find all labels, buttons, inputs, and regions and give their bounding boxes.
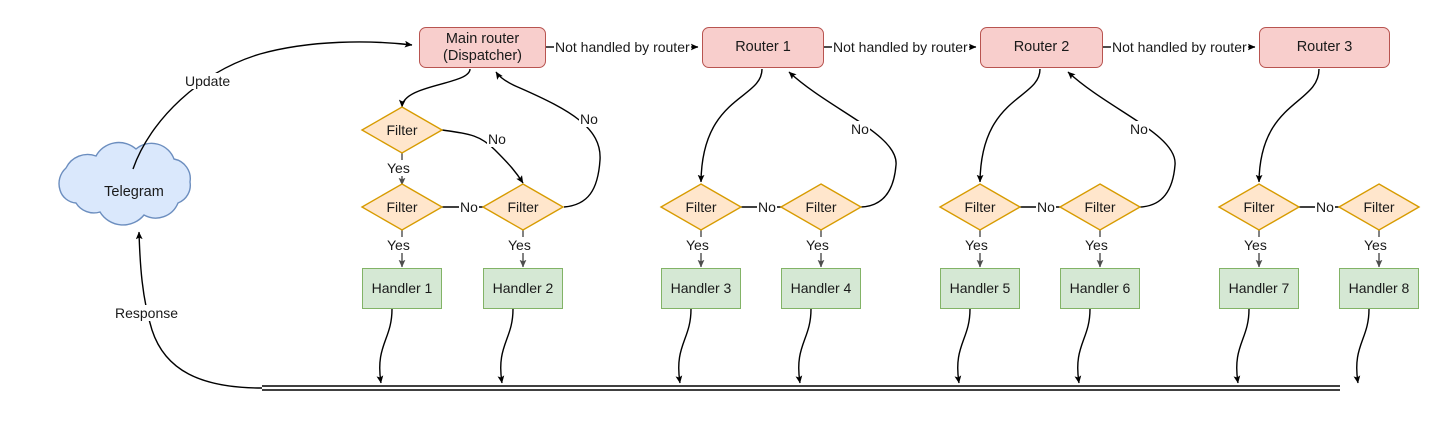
- edge-handler4-to-bus: [795, 308, 812, 384]
- edge-label-no-2: No: [459, 199, 479, 215]
- edge-label-yes-7: Yes: [1243, 237, 1268, 253]
- router-main-label-line2: (Dispatcher): [443, 47, 522, 64]
- handler-1[interactable]: Handler 1: [362, 268, 442, 309]
- filter-0[interactable]: Filter: [362, 118, 442, 142]
- edge-label-yes-4: Yes: [805, 237, 830, 253]
- handler-3-label: Handler 3: [670, 280, 732, 297]
- edge-label-no-1: No: [579, 111, 599, 127]
- filter-4[interactable]: Filter: [781, 195, 861, 219]
- handler-6-label: Handler 6: [1069, 280, 1131, 297]
- handler-1-label: Handler 1: [371, 280, 433, 297]
- router-3-label: Router 3: [1296, 39, 1353, 56]
- telegram-cloud-shape: [58, 141, 191, 226]
- edge-label-no-0: No: [487, 131, 507, 147]
- router-main-dispatcher[interactable]: Main router (Dispatcher): [419, 27, 546, 68]
- handler-2[interactable]: Handler 2: [483, 268, 563, 309]
- edge-label-yes-2: Yes: [507, 237, 532, 253]
- filter-7[interactable]: Filter: [1219, 195, 1299, 219]
- edge-label-no-5: No: [1129, 121, 1149, 137]
- telegram-cloud-label: Telegram: [104, 184, 164, 200]
- edge-filter0-no: [441, 129, 524, 184]
- edge-label-yes-5: Yes: [964, 237, 989, 253]
- edge-label-update: Update: [184, 73, 232, 89]
- edge-label-response: Response: [114, 305, 180, 321]
- filter-1[interactable]: Filter: [362, 195, 442, 219]
- edge-label-yes-6: Yes: [1084, 237, 1109, 253]
- edge-handler5-to-bus: [954, 308, 971, 384]
- router-1-label: Router 1: [735, 39, 791, 56]
- filter-6[interactable]: Filter: [1060, 195, 1140, 219]
- handler-7-label: Handler 7: [1228, 280, 1290, 297]
- edge-handler6-to-bus: [1074, 308, 1091, 384]
- edge-label-not-handled-3: Not handled by router: [1111, 39, 1248, 55]
- edge-label-yes-0: Yes: [386, 160, 411, 176]
- handler-4[interactable]: Handler 4: [781, 268, 861, 309]
- edge-router3-to-filter7: [1255, 68, 1320, 183]
- edge-label-yes-3: Yes: [685, 237, 710, 253]
- edge-handler3-to-bus: [675, 308, 692, 384]
- edge-response: [135, 231, 263, 389]
- edge-filter4-no: [788, 71, 897, 208]
- filter-3[interactable]: Filter: [661, 195, 741, 219]
- handler-5[interactable]: Handler 5: [940, 268, 1020, 309]
- router-main-label-line1: Main router: [445, 30, 520, 47]
- filter-1-label: Filter: [386, 198, 418, 215]
- handler-2-label: Handler 2: [492, 280, 554, 297]
- handler-7[interactable]: Handler 7: [1219, 268, 1299, 309]
- filter-7-label: Filter: [1243, 198, 1275, 215]
- handler-6[interactable]: Handler 6: [1060, 268, 1140, 309]
- filter-2[interactable]: Filter: [483, 195, 563, 219]
- edge-label-no-6: No: [1036, 199, 1056, 215]
- edge-router0-to-filter0: [398, 68, 471, 108]
- edge-label-yes-8: Yes: [1363, 237, 1388, 253]
- edge-label-no-3: No: [850, 121, 870, 137]
- edge-handler7-to-bus: [1233, 308, 1250, 384]
- edge-label-not-handled-1: Not handled by router: [554, 39, 691, 55]
- response-bus: [262, 385, 1340, 391]
- edge-handler1-to-bus: [376, 308, 393, 384]
- filter-0-label: Filter: [386, 121, 418, 138]
- edge-filter6-no: [1067, 71, 1176, 208]
- filter-3-label: Filter: [685, 198, 717, 215]
- handler-8-label: Handler 8: [1348, 280, 1410, 297]
- router-3[interactable]: Router 3: [1259, 27, 1390, 68]
- filter-4-label: Filter: [805, 198, 837, 215]
- router-1[interactable]: Router 1: [702, 27, 824, 68]
- filter-5[interactable]: Filter: [940, 195, 1020, 219]
- router-2-label: Router 2: [1013, 39, 1070, 56]
- handler-4-label: Handler 4: [790, 280, 852, 297]
- edge-update: [132, 40, 413, 170]
- edge-handler8-to-bus: [1353, 308, 1370, 384]
- filter-2-label: Filter: [507, 198, 539, 215]
- handler-5-label: Handler 5: [949, 280, 1011, 297]
- edge-label-no-7: No: [1315, 199, 1335, 215]
- router-2[interactable]: Router 2: [980, 27, 1103, 68]
- edge-label-not-handled-2: Not handled by router: [832, 39, 969, 55]
- filter-5-label: Filter: [964, 198, 996, 215]
- filter-6-label: Filter: [1084, 198, 1116, 215]
- edge-label-no-4: No: [757, 199, 777, 215]
- filter-8-label: Filter: [1363, 198, 1395, 215]
- edge-handler2-to-bus: [497, 308, 514, 384]
- edge-router2-to-filter5: [976, 68, 1041, 183]
- handler-3[interactable]: Handler 3: [661, 268, 741, 309]
- handler-8[interactable]: Handler 8: [1339, 268, 1419, 309]
- filter-shapes: [360, 106, 1421, 231]
- edge-router1-to-filter3: [697, 68, 763, 183]
- edge-filter2-no: [495, 71, 601, 208]
- filter-8[interactable]: Filter: [1339, 195, 1419, 219]
- edge-label-yes-1: Yes: [386, 237, 411, 253]
